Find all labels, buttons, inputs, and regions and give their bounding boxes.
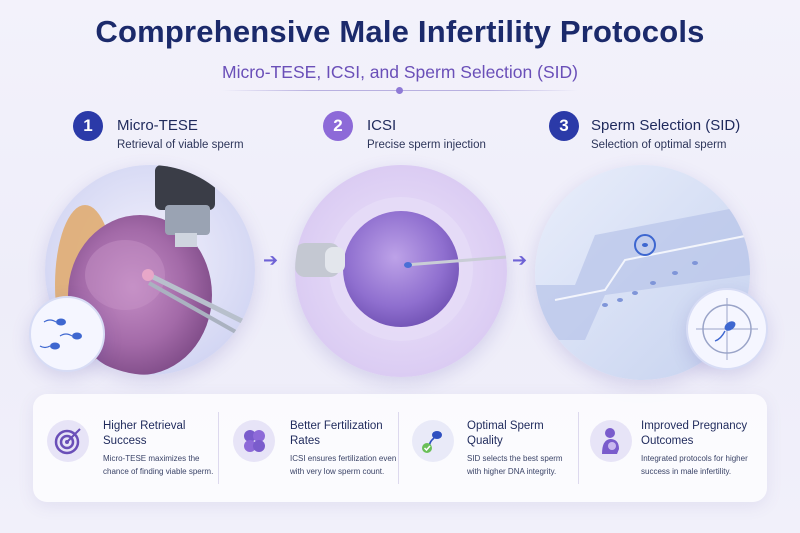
step-1-description: Retrieval of viable sperm [117, 139, 244, 151]
step-1-number: 1 [73, 111, 103, 141]
step-2-title: ICSI [367, 117, 397, 134]
icsi-illustration [295, 165, 507, 377]
step-2-description: Precise sperm injection [367, 139, 486, 151]
mother-baby-icon [590, 420, 632, 462]
step-1-title: Micro-TESE [117, 117, 198, 134]
divider-dot [396, 87, 403, 94]
sperm-check-icon [412, 420, 454, 462]
crosshair-sperm-icon [686, 288, 768, 370]
step-3-number: 3 [549, 111, 579, 141]
step-2-number: 2 [323, 111, 353, 141]
panel-divider [578, 412, 579, 484]
benefits-panel [33, 394, 767, 502]
target-icon [47, 420, 89, 462]
sperm-inset-icon [29, 296, 105, 372]
arrow-right-icon: ➔ [512, 250, 528, 270]
step-3-description: Selection of optimal sperm [591, 139, 727, 151]
panel-divider [218, 412, 219, 484]
page-title: Comprehensive Male Infertility Protocols [95, 14, 705, 49]
step-3-title: Sperm Selection (SID) [591, 117, 741, 134]
page-subtitle: Micro-TESE, ICSI, and Sperm Selection (S… [222, 62, 578, 82]
arrow-right-icon: ➔ [263, 250, 279, 270]
panel-divider [398, 412, 399, 484]
cells-icon [233, 420, 275, 462]
